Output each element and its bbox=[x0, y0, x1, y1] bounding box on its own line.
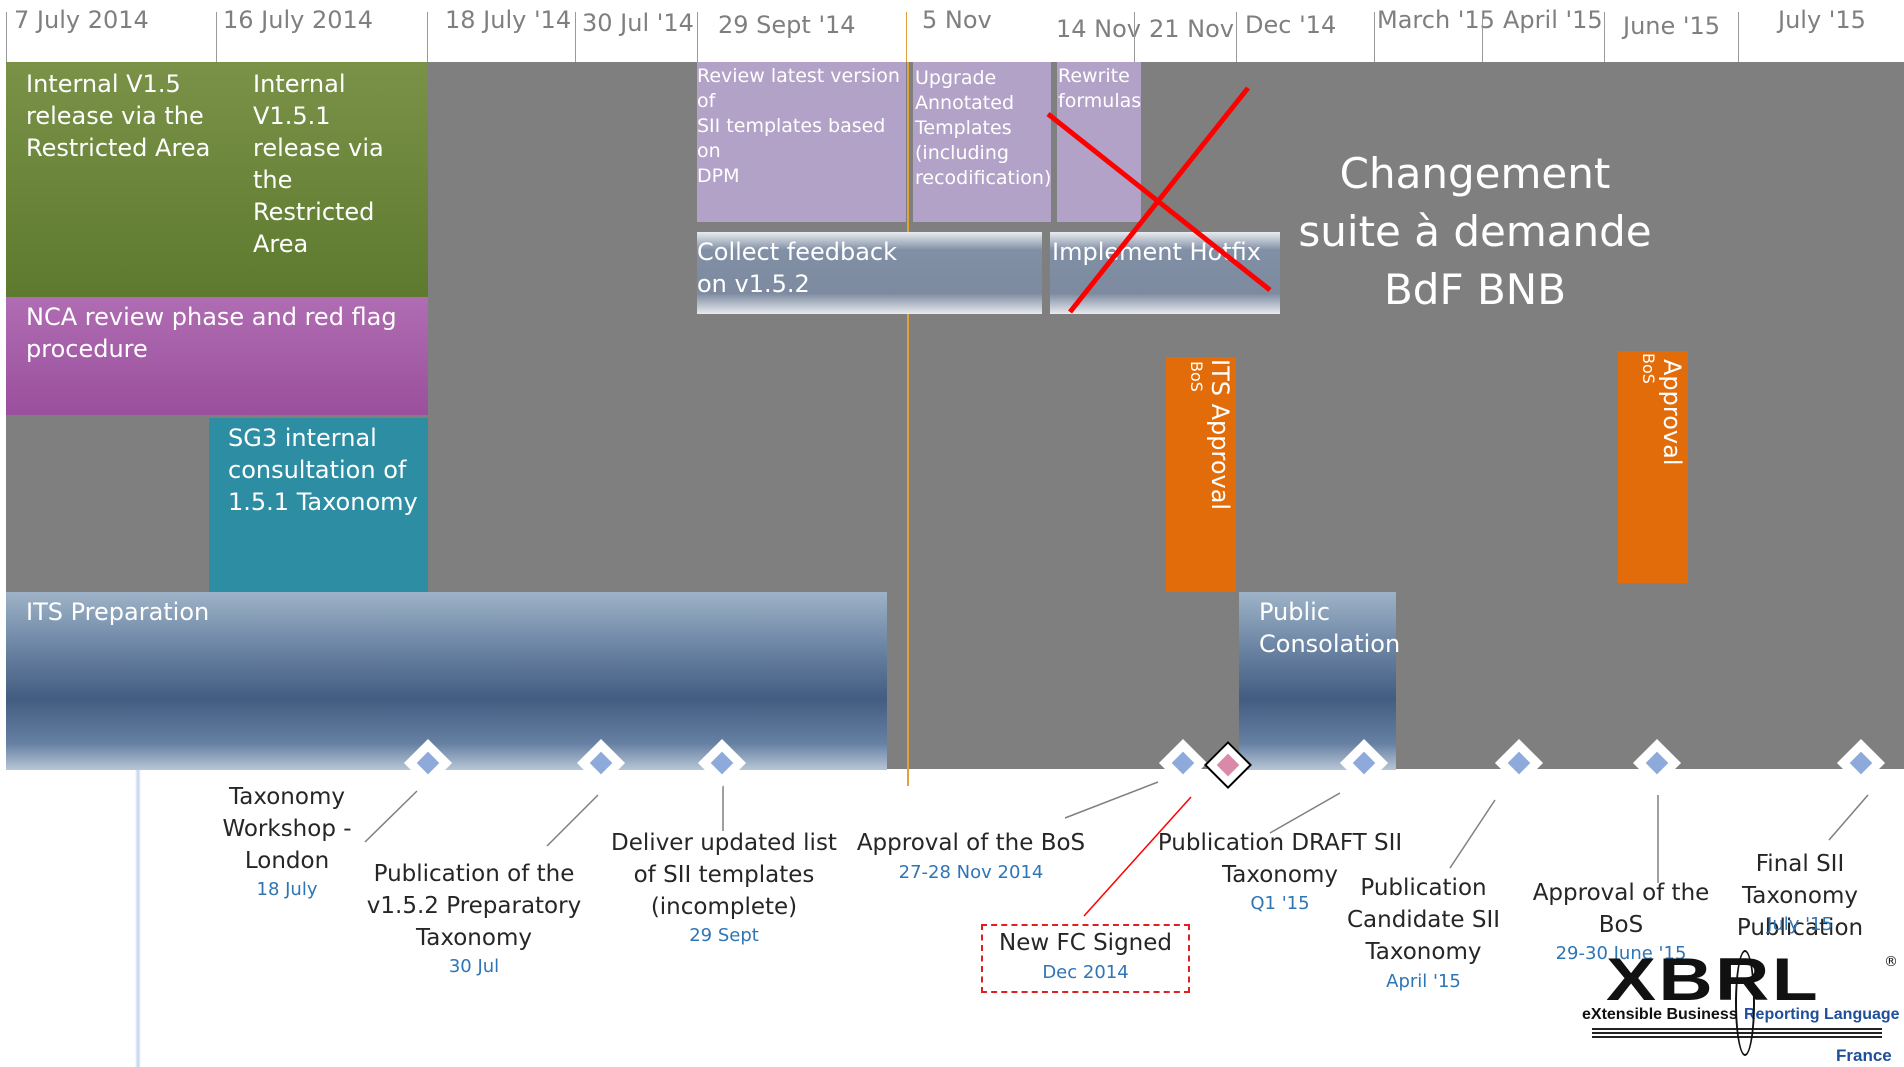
bar-sublabel: BoS bbox=[1639, 353, 1658, 384]
connector-line bbox=[1064, 781, 1159, 819]
milestone-diamond-icon bbox=[403, 738, 453, 788]
milestone-label: Approval of the BoS bbox=[856, 830, 1086, 856]
cancelled-cross-icon bbox=[1046, 86, 1272, 314]
xbrl-country: France bbox=[1836, 1046, 1892, 1065]
sg3-consultation-bar: SG3 internal consultation of 1.5.1 Taxon… bbox=[209, 418, 428, 592]
header-separator bbox=[697, 12, 698, 62]
milestone-date: 18 July bbox=[256, 879, 318, 900]
milestone-date: 27-28 Nov 2014 bbox=[898, 862, 1044, 883]
bar-label: Collect feedback on v1.5.2 bbox=[697, 238, 898, 298]
bar-label: ITS Preparation bbox=[26, 598, 210, 626]
header-date: 18 July '14 bbox=[445, 6, 572, 34]
bar-label: NCA review phase and red flag procedure bbox=[26, 303, 397, 363]
logo-ellipse bbox=[1735, 950, 1755, 1056]
its-preparation-bar: ITS Preparation bbox=[6, 592, 887, 770]
milestone-date: July '15 bbox=[1767, 914, 1833, 935]
new-fc-diamond-icon bbox=[1203, 740, 1253, 790]
header-separator bbox=[216, 12, 217, 62]
milestone-diamond-icon bbox=[576, 738, 626, 788]
bar-label: Internal V1.5 release via the Restricted… bbox=[26, 70, 211, 162]
header-date: 16 July 2014 bbox=[223, 6, 374, 34]
milestone-date: 29 Sept bbox=[689, 925, 759, 946]
rewrite-formulas-bar: Rewrite formulas bbox=[1057, 62, 1141, 222]
milestone-diamond-icon bbox=[1494, 738, 1544, 788]
milestone-diamond-icon bbox=[1339, 738, 1389, 788]
header-separator bbox=[906, 12, 907, 62]
milestone-label: Publication of the v1.5.2 Preparatory Ta… bbox=[366, 861, 582, 951]
review-templates-bar: Review latest version of SII templates b… bbox=[697, 62, 906, 222]
header-separator bbox=[1482, 12, 1483, 62]
header-separator bbox=[1374, 12, 1375, 62]
header-separator bbox=[1236, 12, 1237, 62]
connector-line bbox=[364, 790, 418, 843]
bar-label: SG3 internal consultation of 1.5.1 Taxon… bbox=[228, 424, 418, 516]
milestone-diamond-icon bbox=[1158, 738, 1208, 788]
timeline-header: 7 July 2014 16 July 2014 18 July '14 30 … bbox=[6, 0, 1904, 62]
collect-feedback-bar: Collect feedback on v1.5.2 bbox=[697, 232, 1042, 314]
header-date: 5 Nov bbox=[922, 6, 992, 34]
today-marker-line bbox=[907, 62, 909, 786]
change-annotation: Changement suite à demande BdF BNB bbox=[1298, 149, 1652, 314]
bar-label: Rewrite formulas bbox=[1058, 65, 1142, 112]
milestone-date: 30 Jul bbox=[448, 956, 500, 977]
milestone-label: Deliver updated list of SII templates (i… bbox=[611, 830, 837, 920]
milestone-label: Publication Candidate SII Taxonomy bbox=[1346, 875, 1501, 965]
new-fc-box: New FC Signed Dec 2014 bbox=[981, 924, 1190, 993]
header-date: 29 Sept '14 bbox=[718, 11, 856, 39]
milestone-date: Q1 '15 bbox=[1250, 893, 1310, 914]
milestone-label: New FC Signed bbox=[999, 930, 1172, 956]
registered-mark: ® bbox=[1884, 954, 1898, 970]
header-date: March '15 bbox=[1377, 6, 1495, 34]
header-date: 7 July 2014 bbox=[14, 6, 149, 34]
header-date: 21 Nov bbox=[1149, 15, 1235, 43]
nca-review-bar: NCA review phase and red flag procedure bbox=[6, 297, 428, 415]
bar-label: Public Consolation bbox=[1259, 598, 1401, 658]
its-approval-bar: ITS Approval BoS bbox=[1166, 357, 1236, 592]
header-separator bbox=[1738, 12, 1739, 62]
header-separator bbox=[427, 12, 428, 62]
milestone-diamond-icon bbox=[1632, 738, 1682, 788]
milestone-label: Publication DRAFT SII Taxonomy bbox=[1157, 830, 1403, 888]
milestone-label: Taxonomy Workshop - London bbox=[222, 784, 352, 874]
connector-line bbox=[1828, 794, 1869, 841]
milestone-date: Dec 2014 bbox=[1042, 962, 1129, 983]
bar-label: ITS Approval bbox=[1206, 359, 1234, 511]
bar-label: Upgrade Annotated Templates (including r… bbox=[915, 67, 1052, 189]
cross-stroke bbox=[1068, 86, 1250, 314]
milestone-date: April '15 bbox=[1386, 971, 1461, 992]
header-date: June '15 bbox=[1623, 12, 1721, 40]
public-consultation-bar: Public Consolation bbox=[1239, 592, 1400, 770]
header-separator bbox=[575, 12, 576, 62]
xbrl-tagline-left: eXtensible Business bbox=[1582, 1006, 1738, 1023]
connector-line bbox=[546, 794, 599, 847]
header-separator bbox=[6, 12, 7, 62]
milestone-label: Final SII Taxonomy Publication bbox=[1736, 851, 1864, 941]
xbrl-wordmark-text: XBRL bbox=[1606, 946, 1821, 1013]
bar-label: Review latest version of SII templates b… bbox=[697, 65, 900, 187]
upgrade-templates-bar: Upgrade Annotated Templates (including r… bbox=[913, 62, 1051, 222]
internal-release-bar: Internal V1.5 release via the Restricted… bbox=[6, 62, 428, 297]
bar-sublabel: BoS bbox=[1187, 361, 1206, 392]
header-date: July '15 bbox=[1778, 6, 1866, 34]
bar-label: Approval bbox=[1658, 359, 1686, 466]
header-date: 30 Jul '14 bbox=[582, 9, 694, 37]
xbrl-tagline-right: Reporting Language bbox=[1744, 1006, 1900, 1023]
header-separator bbox=[1604, 12, 1605, 62]
connector-line bbox=[1083, 796, 1192, 917]
milestone-date: 29-30 June '15 bbox=[1555, 943, 1687, 964]
header-separator bbox=[1134, 12, 1135, 62]
xbrl-france-logo: XBRL ® eXtensible Business Reporting Lan… bbox=[1578, 950, 1904, 1067]
header-date: April '15 bbox=[1503, 6, 1603, 34]
milestone-label: Approval of the BoS bbox=[1532, 880, 1710, 938]
header-date: Dec '14 bbox=[1245, 11, 1337, 39]
connector-line bbox=[1449, 799, 1496, 869]
approval-bar: Approval BoS bbox=[1618, 351, 1688, 583]
milestone-diamond-icon bbox=[697, 738, 747, 788]
milestone-diamond-icon bbox=[1836, 738, 1886, 788]
bar-label: Internal V1.5.1 release via the Restrict… bbox=[253, 70, 384, 258]
connector-line bbox=[1269, 792, 1341, 834]
header-date: 14 Nov bbox=[1056, 15, 1142, 43]
xbrl-wordmark: XBRL bbox=[1606, 950, 1820, 1010]
